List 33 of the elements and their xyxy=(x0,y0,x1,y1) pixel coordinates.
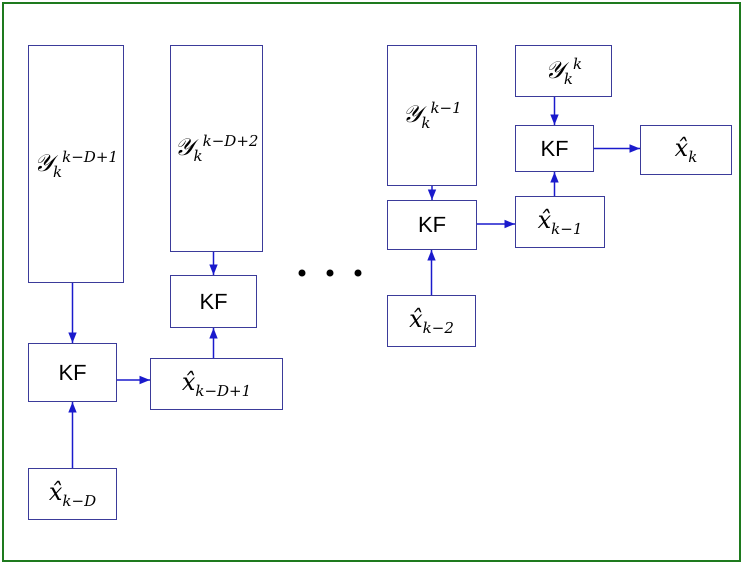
filter-label: KF xyxy=(199,288,228,314)
math-label: x̂$_{k−1}$ xyxy=(538,206,582,238)
variable-box xyxy=(515,196,605,248)
variable-box xyxy=(28,468,117,520)
math-label: x̂$_{k−D}$ xyxy=(48,478,96,510)
variable-box xyxy=(387,295,476,347)
filter-box xyxy=(515,125,594,172)
variable-box xyxy=(640,125,732,175)
variable-box xyxy=(150,358,283,410)
variable-box xyxy=(387,45,477,186)
filter-box xyxy=(28,343,117,402)
arrow xyxy=(550,97,559,125)
arrow xyxy=(550,172,559,196)
variable-box xyxy=(170,45,263,252)
arrow xyxy=(594,144,640,153)
arrow xyxy=(68,402,77,468)
filter-box xyxy=(170,275,257,328)
arrow xyxy=(427,250,436,295)
filter-label: KF xyxy=(540,136,569,162)
arrow xyxy=(209,252,218,275)
arrow xyxy=(68,283,77,343)
filter-box xyxy=(387,200,477,250)
filter-label: KF xyxy=(418,212,446,238)
arrow xyxy=(209,328,218,358)
variable-box xyxy=(28,45,124,283)
math-label: x̂$_{k−D+1}$ xyxy=(182,368,252,400)
math-label: x̂$_{k−2}$ xyxy=(409,305,454,337)
arrow xyxy=(477,220,515,228)
variable-box xyxy=(515,45,612,97)
arrow xyxy=(117,376,150,384)
math-label: x̂$_{k}$ xyxy=(674,134,698,166)
arrow xyxy=(428,186,436,200)
filter-label: KF xyxy=(58,360,87,386)
